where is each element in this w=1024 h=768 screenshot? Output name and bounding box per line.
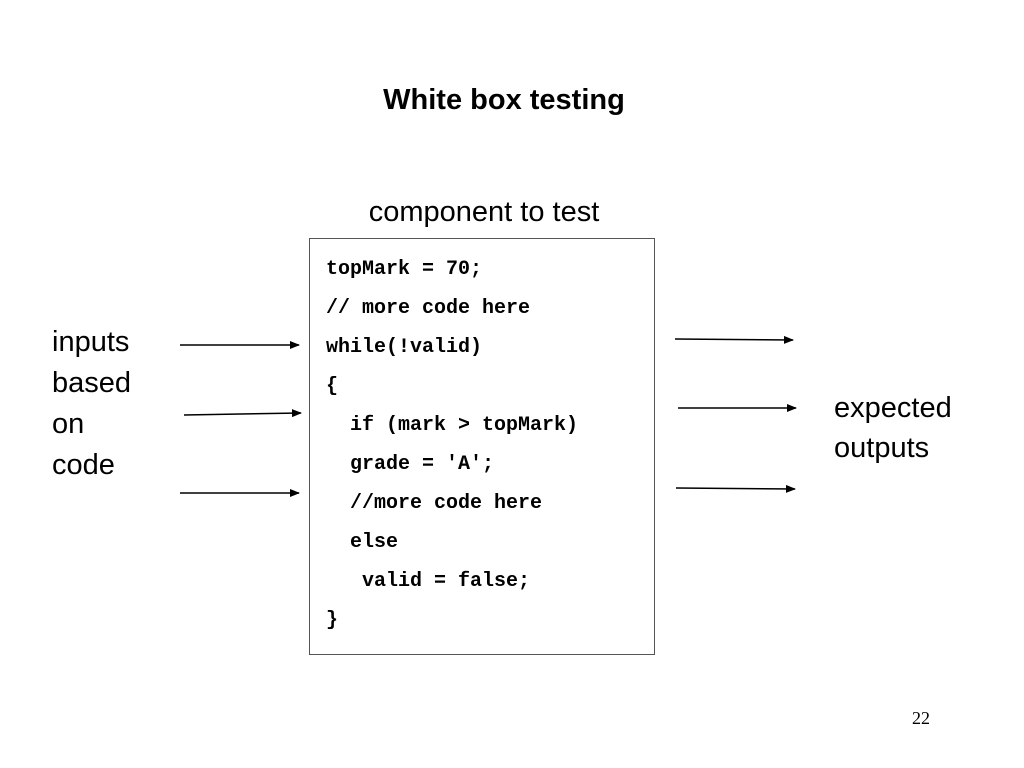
code-line: valid = false; <box>326 570 531 593</box>
code-line: // more code here <box>326 297 531 320</box>
code-line: topMark = 70; <box>326 258 483 281</box>
code-line: } <box>326 609 339 632</box>
outputs-label: expected outputs <box>834 388 952 468</box>
output-arrow-1 <box>674 335 794 344</box>
code-line: grade = 'A'; <box>326 453 495 476</box>
inputs-label-line: inputs <box>52 326 130 358</box>
slide-title: White box testing <box>383 84 625 116</box>
code-line: while(!valid) <box>326 336 483 359</box>
code-line: else <box>326 531 399 554</box>
code-line: { <box>326 375 339 398</box>
component-code-box: topMark = 70; // more code here while(!v… <box>309 238 655 655</box>
inputs-label-line: based <box>52 367 132 399</box>
inputs-label-line: on <box>52 408 85 440</box>
component-label: component to test <box>368 196 600 228</box>
input-arrow-2 <box>183 409 302 418</box>
outputs-label-line: expected <box>834 392 952 424</box>
page-number: 22 <box>912 708 930 728</box>
code-line: if (mark > topMark) <box>326 414 579 437</box>
inputs-label: inputs based on code <box>52 322 131 486</box>
outputs-label-line: outputs <box>834 432 930 464</box>
inputs-label-line: code <box>52 449 115 481</box>
code-line: //more code here <box>326 492 543 515</box>
output-arrow-3 <box>675 484 796 493</box>
